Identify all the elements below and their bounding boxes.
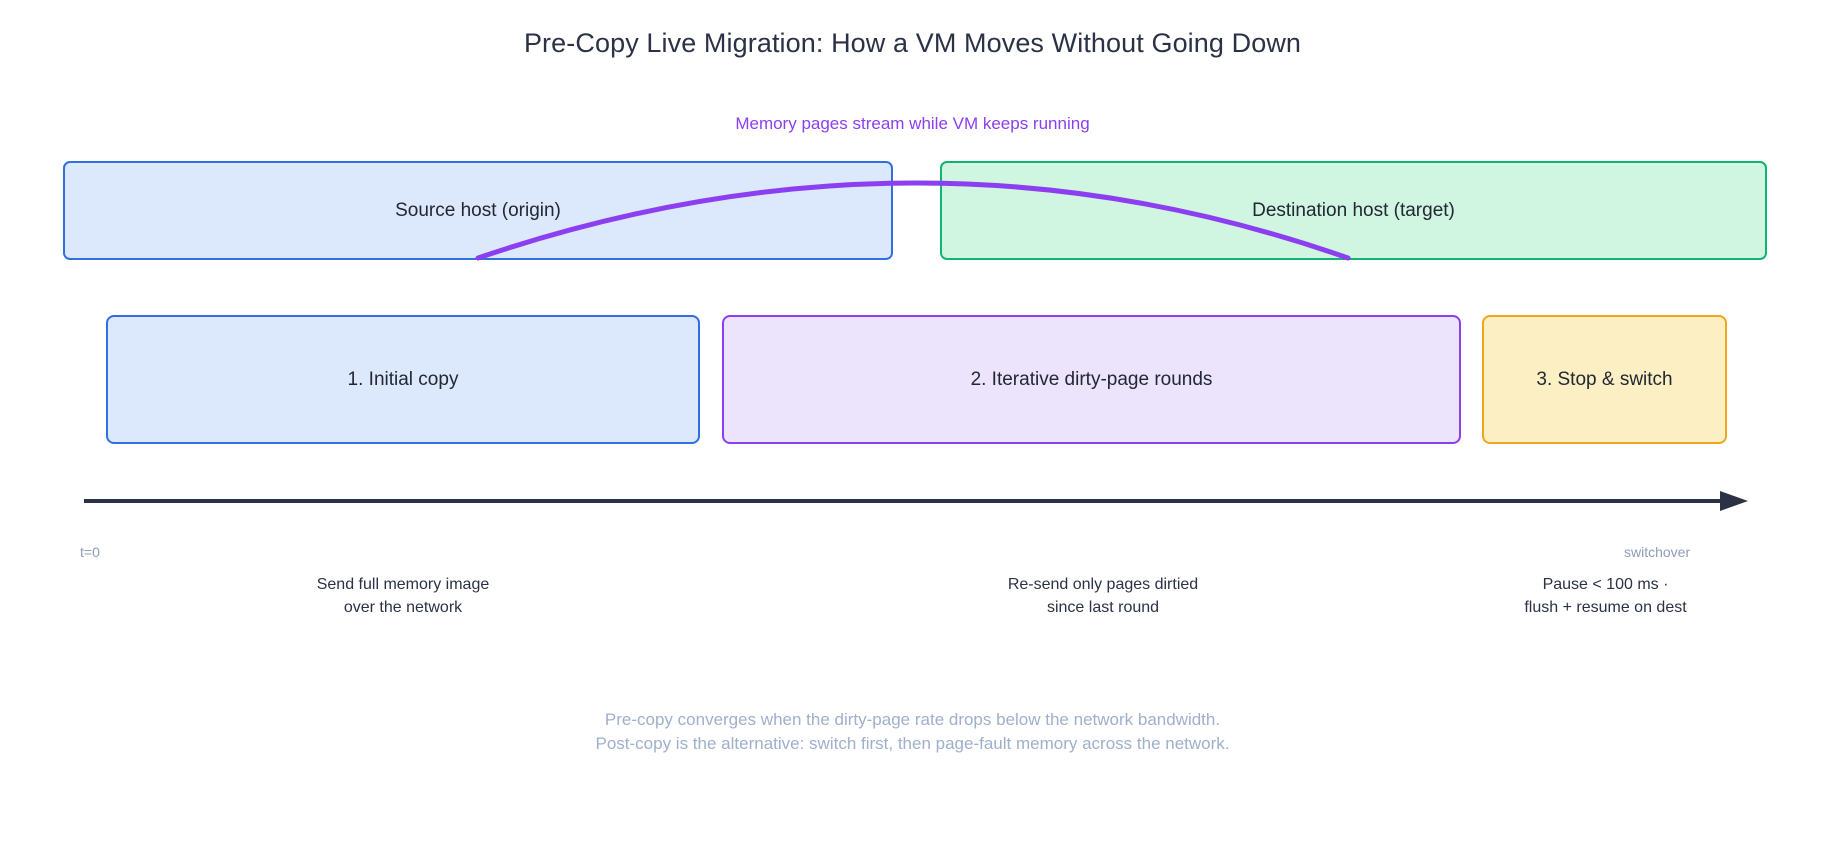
source-host-box[interactable]: Source host (origin)	[63, 161, 893, 260]
destination-host-box[interactable]: Destination host (target)	[940, 161, 1767, 260]
timeline-arrowhead-icon	[1720, 491, 1748, 511]
phase-label-iterative-rounds: 2. Iterative dirty-page rounds	[970, 368, 1213, 390]
phase-box-stop-and-switch[interactable]: 3. Stop & switch	[1482, 315, 1727, 444]
phase-label-initial-copy: 1. Initial copy	[347, 368, 459, 390]
page-title: Pre-Copy Live Migration: How a VM Moves …	[523, 28, 1302, 58]
phase-box-iterative-rounds[interactable]: 2. Iterative dirty-page rounds	[722, 315, 1461, 444]
timeline-end-label: switchover	[1624, 544, 1691, 560]
caption-initial-copy: Send full memory image over the network	[316, 576, 490, 616]
caption-stop-and-switch: Pause < 100 ms · flush + resume on dest	[1524, 576, 1687, 616]
phase-label-stop-and-switch: 3. Stop & switch	[1536, 368, 1673, 390]
memory-stream-label: Memory pages stream while VM keeps runni…	[735, 114, 1090, 133]
phase-box-initial-copy[interactable]: 1. Initial copy	[106, 315, 700, 444]
destination-host-label: Destination host (target)	[1252, 199, 1455, 221]
source-host-label: Source host (origin)	[395, 199, 561, 221]
footer-note: Pre-copy converges when the dirty-page r…	[595, 710, 1230, 754]
timeline-start-label: t=0	[80, 544, 100, 560]
caption-iterative-rounds: Re-send only pages dirtied since last ro…	[1007, 576, 1199, 616]
